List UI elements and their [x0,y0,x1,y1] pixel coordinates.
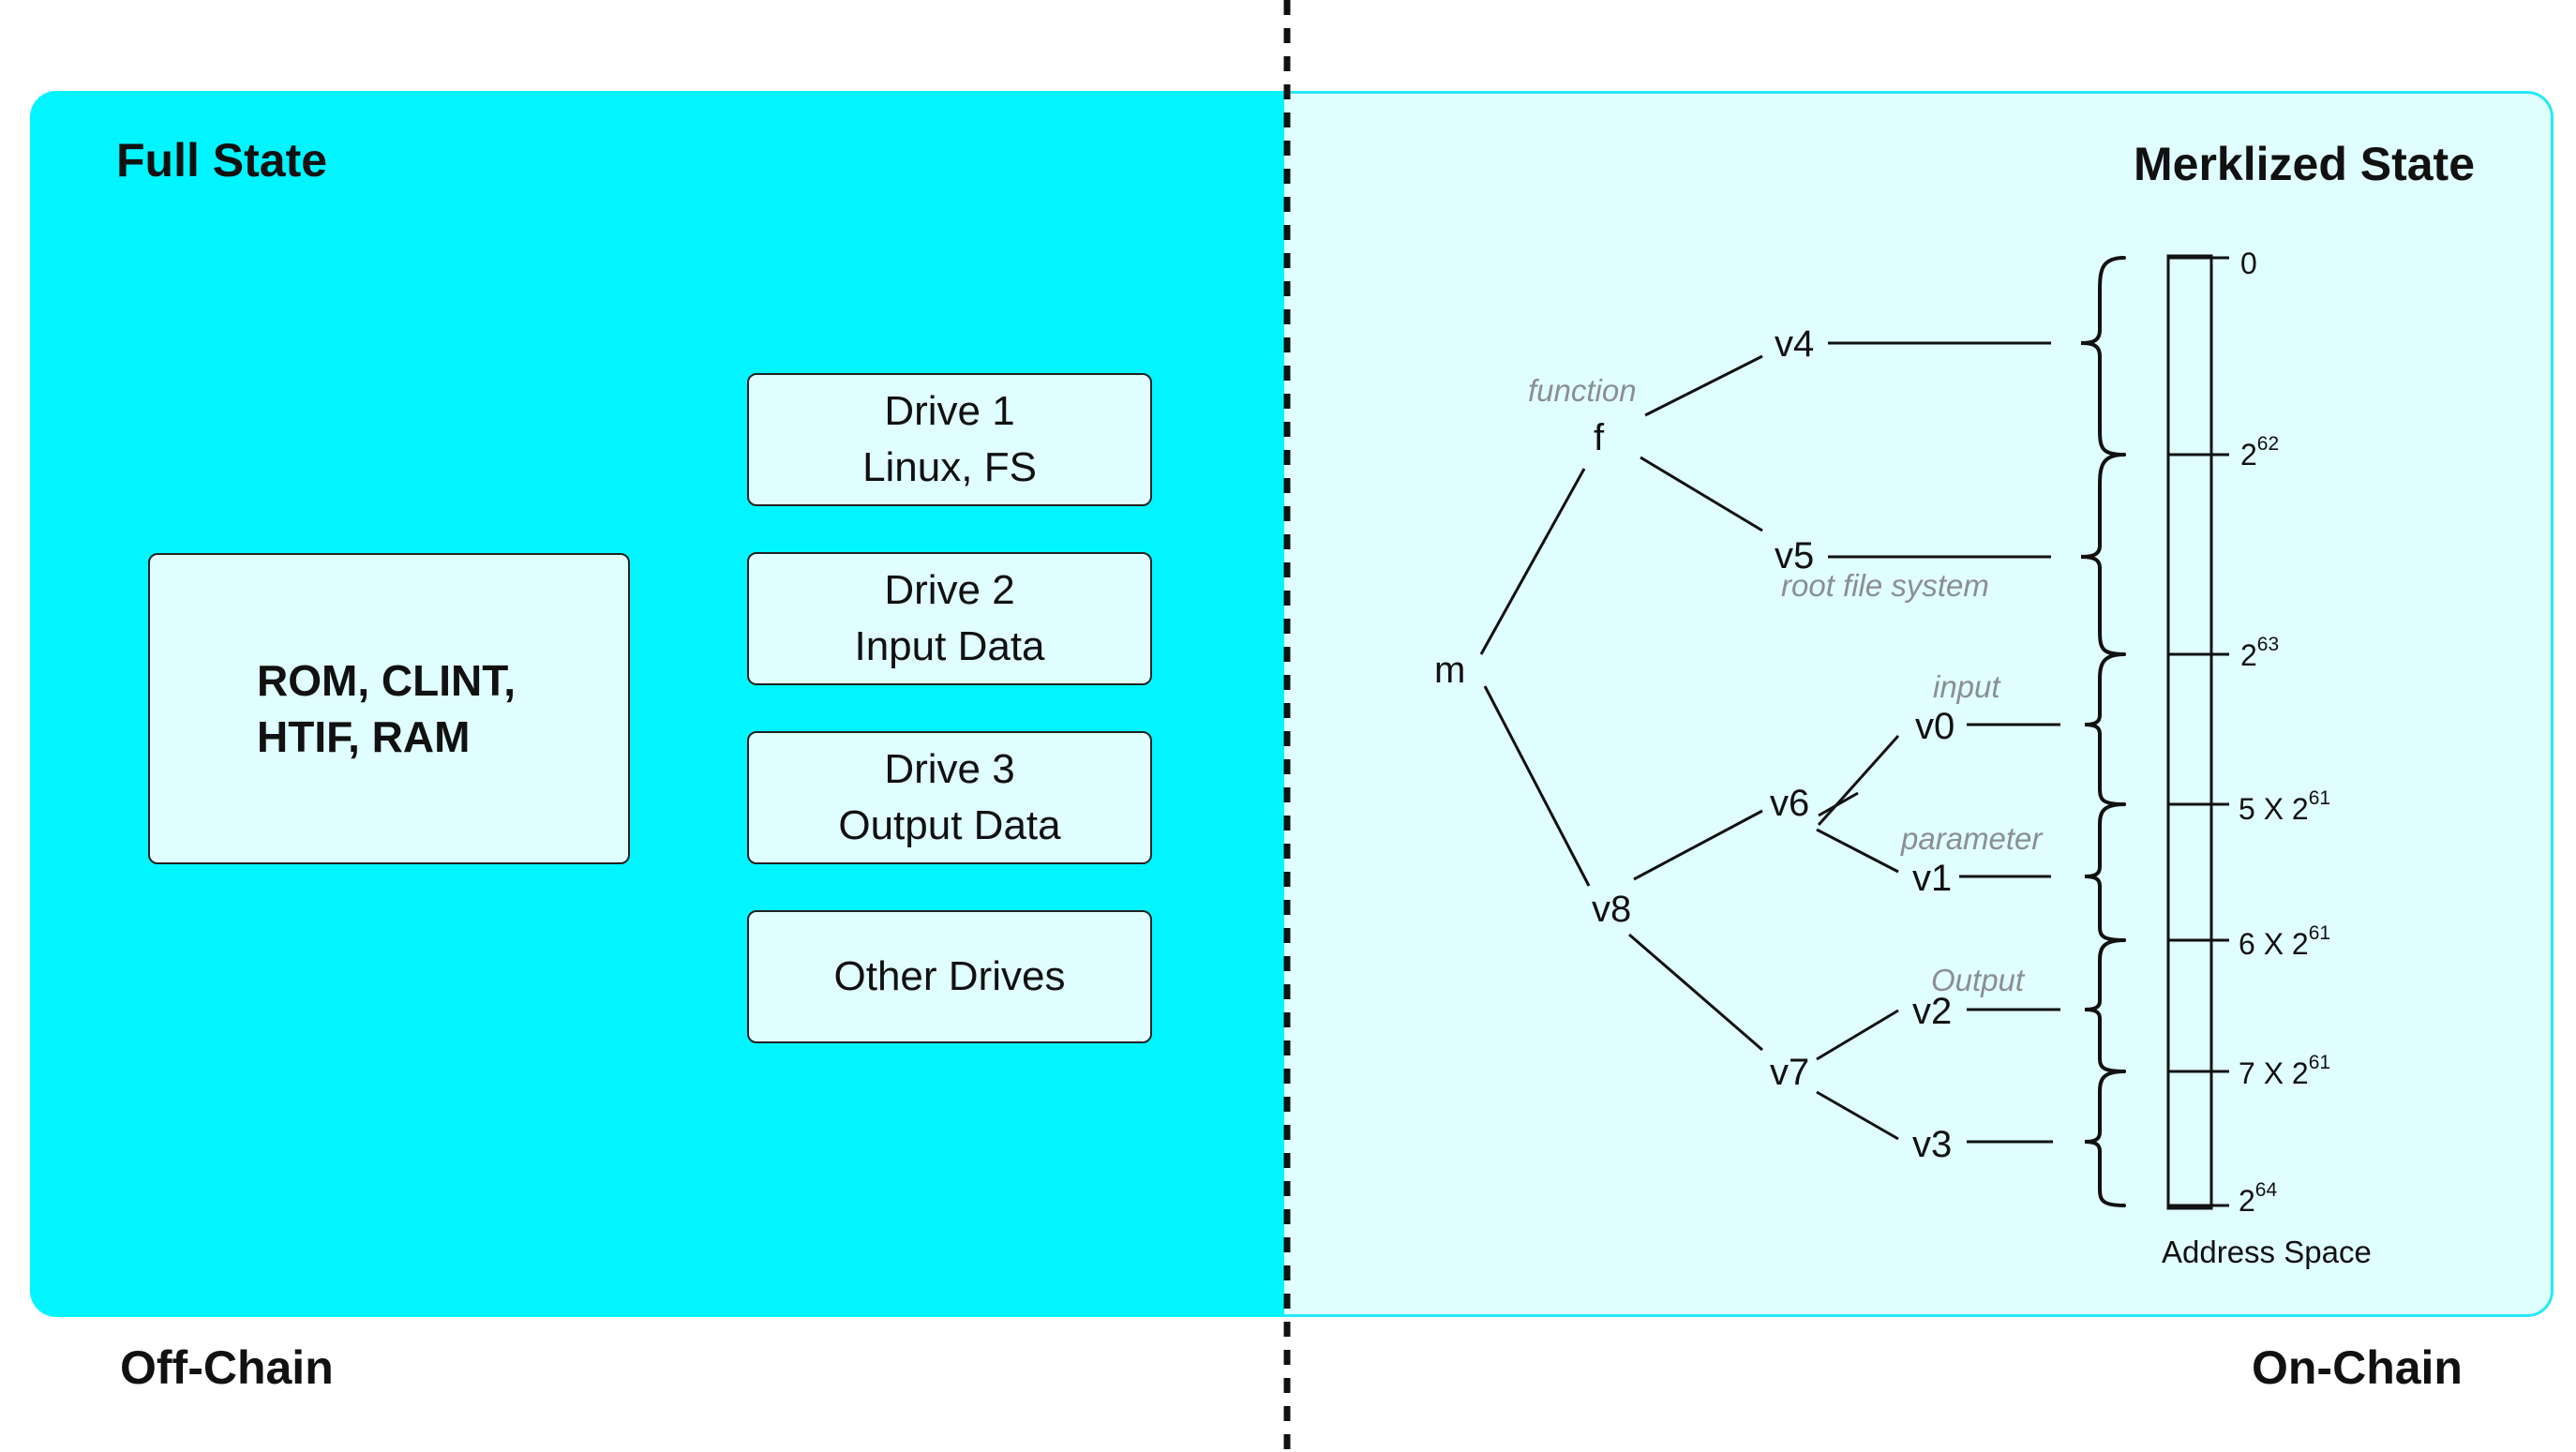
brace [2084,938,2126,1073]
node-v0: v0 [1915,706,1954,747]
drive-box: Drive 3 Output Data [747,731,1152,864]
annotation-output: Output [1931,963,2026,997]
rom-box-line1: ROM, CLINT, [257,656,516,705]
address-space-title: Address Space [2162,1235,2372,1269]
drive-box: Drive 1 Linux, FS [747,373,1152,506]
annotation-root-file-system: root file system [1781,568,1989,603]
tree-edges [1479,341,2060,1144]
on-chain-label: On-Chain [2252,1341,2463,1394]
node-v6: v6 [1770,783,1809,824]
address-label: 7 X 261 [2239,1052,2330,1090]
brace [2084,652,2126,806]
node-f: f [1594,417,1605,458]
drive-content: Output Data [838,802,1061,848]
address-label: 262 [2240,433,2279,472]
brace [2080,256,2126,457]
address-label: 0 [2240,247,2257,280]
address-label: 263 [2240,634,2279,672]
address-space-bar [2166,254,2213,1210]
drive-name: Other Drives [833,953,1066,999]
brace [2084,802,2126,942]
annotation-parameter: parameter [1900,821,2044,856]
drive-name: Drive 1 [884,388,1015,434]
drive-name: Drive 2 [884,567,1015,613]
drive-box: Other Drives [747,910,1152,1043]
off-chain-label: Off-Chain [120,1341,334,1394]
drive-content: Input Data [854,623,1045,669]
annotation-input: input [1933,669,2001,704]
node-v5: v5 [1775,535,1814,576]
node-v4: v4 [1775,323,1814,365]
node-v7: v7 [1770,1052,1809,1093]
drive-content: Linux, FS [862,444,1037,490]
address-ticks [2168,256,2229,1207]
drive-name: Drive 3 [884,746,1015,792]
full-state-title: Full State [116,134,328,187]
node-v8: v8 [1592,889,1631,930]
address-label: 6 X 261 [2239,922,2330,961]
merklized-state-title: Merklized State [2134,138,2476,190]
node-v3: v3 [1912,1124,1952,1165]
address-label: 264 [2239,1179,2277,1218]
rom-box-line2: HTIF, RAM [257,712,471,761]
rom-clint-box: ROM, CLINT, HTIF, RAM [148,553,630,864]
address-label: 5 X 261 [2239,787,2330,826]
node-v2: v2 [1912,991,1952,1032]
brace-group [2080,256,2126,1207]
on-chain-panel [1284,91,2554,1317]
annotation-function: function [1528,373,1637,408]
brace [2080,453,2126,656]
drive-box: Drive 2 Input Data [747,552,1152,685]
node-v1: v1 [1912,858,1952,899]
node-m: m [1434,650,1465,691]
brace [2084,1070,2126,1207]
